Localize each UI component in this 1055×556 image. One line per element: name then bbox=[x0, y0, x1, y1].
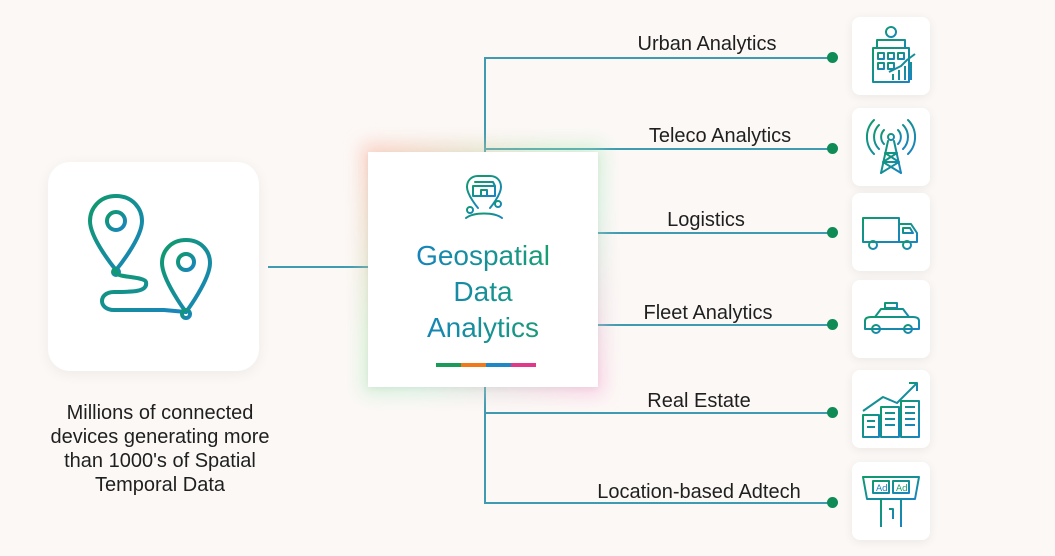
route-pins-icon bbox=[88, 194, 212, 320]
buildings-growth-icon bbox=[861, 382, 921, 438]
source-connector bbox=[268, 266, 368, 268]
city-building-icon bbox=[867, 26, 917, 83]
svg-text:Ad: Ad bbox=[896, 484, 908, 494]
source-caption: Millions of connected devices generating… bbox=[10, 401, 310, 497]
branch-line-1 bbox=[484, 57, 832, 59]
branch-line-3 bbox=[598, 232, 832, 234]
device-card bbox=[48, 162, 259, 371]
taxi-car-icon bbox=[864, 302, 920, 334]
branch-line-4 bbox=[598, 324, 832, 326]
trunk-bottom bbox=[484, 386, 486, 502]
caption-line: devices generating more bbox=[50, 426, 270, 448]
branch-label-teleco: Teleco Analytics bbox=[648, 125, 792, 147]
branch-line-2 bbox=[484, 148, 832, 150]
adtech-tile: Ad Ad bbox=[852, 462, 930, 540]
caption-line: Temporal Data bbox=[94, 474, 226, 496]
branch-line-5 bbox=[484, 412, 832, 414]
branch-dot bbox=[827, 319, 838, 330]
underline-segment bbox=[461, 363, 486, 367]
hub-title-line: Analytics bbox=[426, 312, 540, 343]
branch-line-6 bbox=[484, 502, 832, 504]
caption-line: Millions of connected bbox=[66, 402, 254, 424]
underline-segment bbox=[486, 363, 511, 367]
location-store-icon bbox=[465, 175, 503, 219]
branch-label-logistics: Logistics bbox=[667, 209, 745, 231]
delivery-truck-icon bbox=[862, 217, 918, 250]
branch-label-urban: Urban Analytics bbox=[637, 33, 777, 55]
trunk-top bbox=[484, 57, 486, 153]
underline-segment bbox=[436, 363, 461, 367]
hub-title-line: Data bbox=[453, 276, 513, 307]
branch-label-real-estate: Real Estate bbox=[647, 390, 751, 412]
underline-segment bbox=[511, 363, 536, 367]
logistics-tile bbox=[852, 193, 930, 271]
fleet-tile bbox=[852, 280, 930, 358]
branch-dot bbox=[827, 497, 838, 508]
hub-card: Geospatial Data Analytics bbox=[368, 152, 598, 387]
branch-label-fleet: Fleet Analytics bbox=[643, 302, 773, 324]
hub-underline bbox=[436, 363, 536, 367]
real-estate-tile bbox=[852, 370, 930, 448]
branch-dot bbox=[827, 52, 838, 63]
branch-dot bbox=[827, 227, 838, 238]
svg-text:Ad: Ad bbox=[876, 484, 888, 494]
billboard-ad-icon: Ad Ad bbox=[862, 476, 920, 528]
hub-title: Geospatial Data Analytics bbox=[368, 238, 598, 346]
signal-tower-icon bbox=[865, 119, 917, 174]
caption-line: than 1000's of Spatial bbox=[64, 450, 256, 472]
urban-tile bbox=[852, 17, 930, 95]
branch-dot bbox=[827, 143, 838, 154]
branch-label-adtech: Location-based Adtech bbox=[597, 481, 801, 503]
branch-dot bbox=[827, 407, 838, 418]
hub-title-line: Geospatial bbox=[416, 240, 550, 271]
teleco-tile bbox=[852, 108, 930, 186]
